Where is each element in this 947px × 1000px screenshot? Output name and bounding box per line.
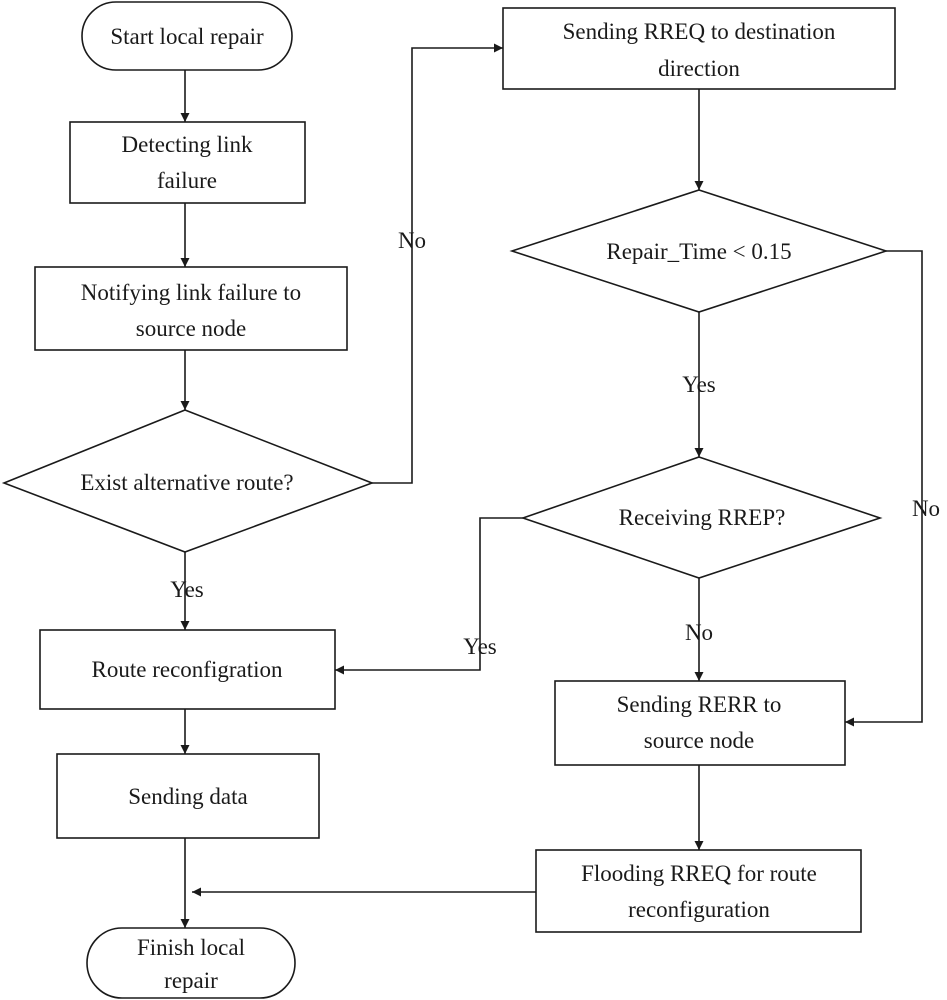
edge-label-exist-no: No [398, 228, 426, 253]
send-rreq-label-line2: direction [658, 56, 740, 81]
start-terminator [81, 1, 293, 71]
notify-label-line1: Notifying link failure to [81, 280, 301, 305]
finish-label-line2: repair [164, 968, 218, 993]
edge-label-repair-no: No [912, 496, 940, 521]
flooding-box [535, 849, 862, 933]
edge-exist-no-to-send-rreq [372, 43, 503, 484]
exist-decision [1, 409, 375, 553]
edge-repair-time-no-to-send-rerr [845, 250, 923, 727]
edge-label-receiving-yes: Yes [463, 634, 497, 659]
send-rreq-box [502, 7, 896, 90]
send-data-box [56, 753, 320, 839]
detect-label-line2: failure [157, 168, 217, 193]
finish-label-line1: Finish local [137, 935, 245, 960]
edge-label-exist-yes: Yes [170, 577, 204, 602]
reconfig-label: Route reconfigration [92, 657, 283, 682]
receiving-decision [520, 456, 883, 579]
notify-label-line2: source node [136, 316, 247, 341]
flooding-label-line2: reconfiguration [628, 897, 770, 922]
repair-time-decision [509, 189, 889, 313]
edge-receiving-yes-to-reconfig [335, 517, 523, 675]
detect-label-line1: Detecting link [122, 132, 253, 157]
notify-box [34, 266, 348, 351]
send-rerr-label-line2: source node [644, 728, 755, 753]
send-data-label: Sending data [128, 784, 247, 809]
send-rerr-box [554, 680, 846, 766]
edge-label-receiving-no: No [685, 620, 713, 645]
detect-box [69, 121, 306, 204]
start-label: Start local repair [110, 24, 264, 49]
finish-terminator [86, 927, 296, 999]
receiving-label: Receiving RREP? [619, 505, 786, 530]
flooding-label-line1: Flooding RREQ for route [581, 861, 817, 886]
repair-time-label: Repair_Time < 0.15 [606, 239, 791, 264]
edge-label-repair-yes: Yes [682, 372, 716, 397]
reconfig-box [39, 629, 336, 710]
exist-label: Exist alternative route? [80, 470, 293, 495]
send-rreq-label-line1: Sending RREQ to destination [563, 19, 836, 44]
send-rerr-label-line1: Sending RERR to [617, 692, 782, 717]
